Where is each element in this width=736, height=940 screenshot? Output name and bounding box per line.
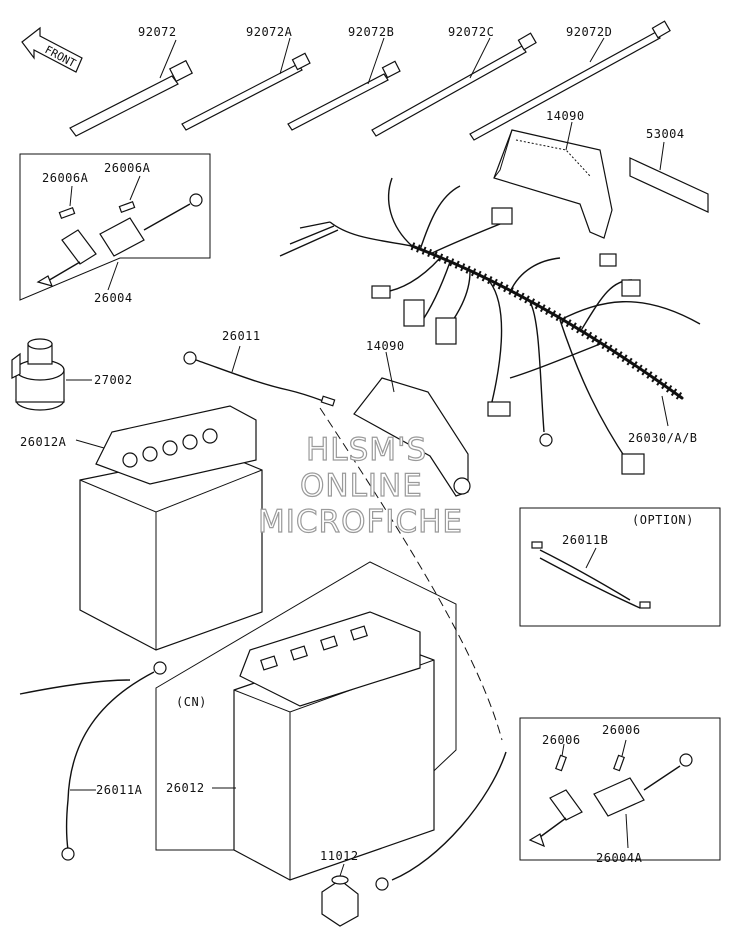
- label-plate-53004: [629, 141, 709, 213]
- relay-27002: [11, 338, 92, 411]
- label-option: (OPTION): [632, 513, 694, 527]
- cap-and-cable-11012: [321, 751, 507, 927]
- fuse-holder-group-26004: [19, 153, 211, 301]
- label-26012: 26012: [166, 781, 205, 795]
- label-26011: 26011: [222, 329, 261, 343]
- label-27002: 27002: [94, 373, 133, 387]
- label-26006-left: 26006: [542, 733, 581, 747]
- cable-tie-92072B: [287, 37, 401, 131]
- label-26006-right: 26006: [602, 723, 641, 737]
- watermark-line2: ONLINE: [300, 468, 423, 504]
- label-cn: (CN): [176, 695, 207, 709]
- cover-14090-mid: [353, 351, 471, 497]
- label-92072B: 92072B: [348, 25, 394, 39]
- cable-tie-92072: [69, 39, 194, 137]
- main-wiring-harness: [279, 177, 701, 475]
- label-14090-top: 14090: [546, 109, 585, 123]
- watermark-line3: MICROFICHE: [258, 504, 463, 540]
- cable-tie-92072D: [469, 20, 671, 141]
- label-26030: 26030/A/B: [628, 431, 698, 445]
- battery-cable-26011: [183, 345, 336, 407]
- cover-14090-top: [493, 121, 613, 239]
- label-92072A: 92072A: [246, 25, 293, 39]
- label-26004: 26004: [94, 291, 133, 305]
- label-26004A: 26004A: [596, 851, 643, 865]
- label-92072C: 92072C: [448, 25, 494, 39]
- label-26006A-left: 26006A: [42, 171, 89, 185]
- fuse-holder-group-26004A: [519, 717, 721, 861]
- option-box-26011B: [519, 507, 721, 627]
- cable-tie-92072C: [371, 32, 537, 137]
- label-26011B: 26011B: [562, 533, 608, 547]
- label-14090-mid: 14090: [366, 339, 405, 353]
- battery-26012A: [75, 405, 263, 651]
- front-arrow-icon: FRONT: [21, 26, 83, 73]
- label-92072: 92072: [138, 25, 177, 39]
- battery-cable-26011A: [19, 661, 167, 861]
- cn-box-26012: [155, 561, 457, 881]
- label-26011A: 26011A: [96, 783, 143, 797]
- watermark: HLSM'S ONLINE MICROFICHE: [257, 431, 463, 540]
- label-53004: 53004: [646, 127, 685, 141]
- label-92072D: 92072D: [566, 25, 612, 39]
- label-11012: 11012: [320, 849, 359, 863]
- leader-dashed: [319, 407, 503, 741]
- label-26006A-right: 26006A: [104, 161, 151, 175]
- label-26012A: 26012A: [20, 435, 67, 449]
- cable-tie-92072A: [181, 37, 311, 131]
- watermark-line1: HLSM'S: [306, 432, 427, 468]
